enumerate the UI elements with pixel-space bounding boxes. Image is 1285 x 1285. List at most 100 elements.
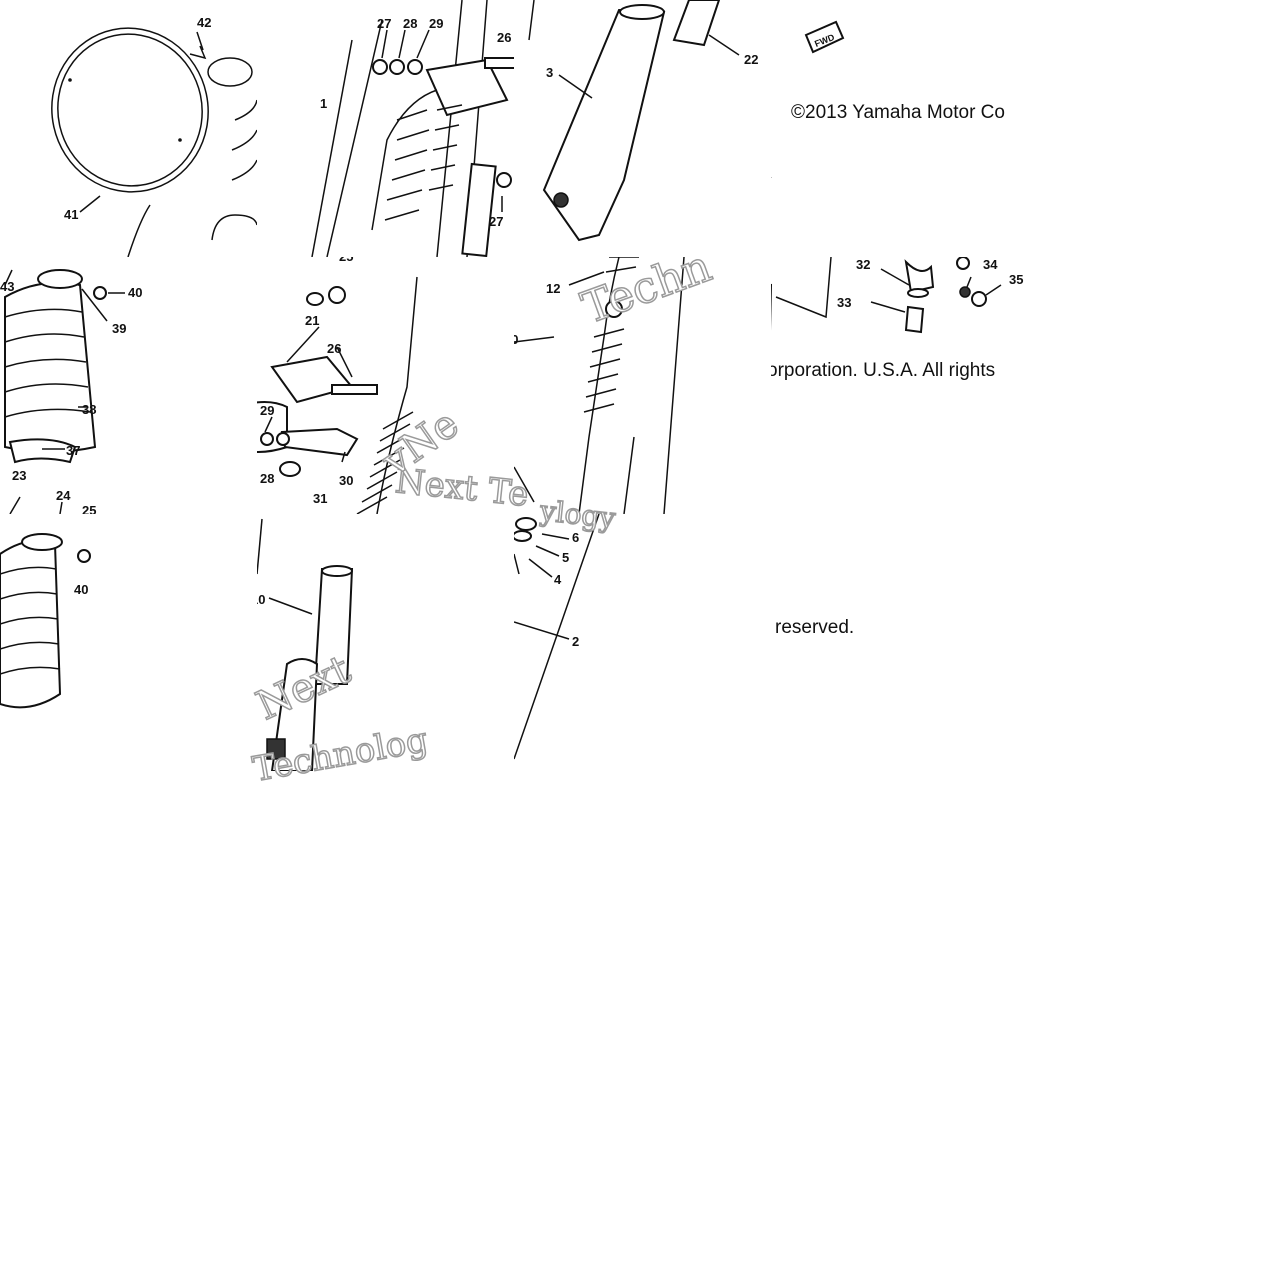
tile-3-drawing: 3 22 bbox=[528, 0, 758, 242]
leader-4 bbox=[528, 558, 553, 578]
spring-coils bbox=[384, 109, 430, 221]
leader-32 bbox=[880, 268, 910, 286]
nut-part bbox=[956, 257, 970, 270]
spring-coils bbox=[356, 411, 414, 514]
callout-37: 37 bbox=[66, 443, 80, 458]
washer-34 bbox=[959, 286, 971, 298]
clip-part bbox=[189, 45, 207, 60]
callout-39: 39 bbox=[112, 321, 126, 336]
spring-outline bbox=[371, 89, 438, 231]
tube-top bbox=[211, 214, 257, 241]
screw-40 bbox=[93, 286, 107, 300]
callout-26: 26 bbox=[497, 30, 511, 45]
diagram-tile-damper-rod: 16 15 14 13 10 9 bbox=[514, 257, 771, 514]
rubber-boot bbox=[4, 281, 97, 453]
boot-edge bbox=[231, 99, 257, 181]
headlight-rim-inner bbox=[57, 33, 203, 187]
callout-23: 23 bbox=[12, 468, 26, 483]
leader-5 bbox=[535, 545, 560, 557]
callout-6: 6 bbox=[572, 530, 579, 545]
leader-21 bbox=[286, 326, 320, 363]
rubber-boot bbox=[0, 539, 62, 709]
leader-39 bbox=[81, 288, 108, 322]
callout-41: 41 bbox=[64, 207, 78, 222]
diagram-tile-axle-parts: 6 5 4 2 bbox=[514, 514, 771, 771]
lower-lines bbox=[9, 496, 63, 514]
spring-outline bbox=[376, 276, 418, 514]
callout-27: 27 bbox=[377, 16, 391, 31]
leader-curve bbox=[127, 204, 151, 257]
tile-9-drawing: 32 34 35 33 8 bbox=[771, 257, 1023, 334]
edge-line bbox=[257, 518, 263, 575]
axis-line bbox=[311, 39, 353, 257]
washer-29 bbox=[407, 59, 423, 75]
boot-clamp-39 bbox=[37, 269, 83, 289]
under-bracket-21 bbox=[270, 355, 354, 404]
leader-6 bbox=[541, 533, 570, 540]
spring-coils-right bbox=[428, 104, 463, 191]
callout-30: 30 bbox=[339, 473, 353, 488]
spring-guide bbox=[578, 257, 620, 514]
leader-43 bbox=[4, 269, 13, 286]
nut-25 bbox=[328, 286, 346, 304]
tile-8-drawing: 12 bbox=[546, 257, 685, 514]
boot-ribs bbox=[4, 308, 91, 418]
callout-10: 10 bbox=[257, 592, 265, 607]
screw-40 bbox=[77, 549, 91, 563]
nut-27 bbox=[372, 59, 388, 75]
callout-42: 42 bbox=[197, 15, 211, 30]
grommet-31 bbox=[279, 461, 301, 477]
callout-34: 34 bbox=[983, 257, 998, 272]
callout-26: 26 bbox=[327, 341, 341, 356]
callout-1: 1 bbox=[320, 96, 327, 111]
rim-hole bbox=[68, 78, 72, 82]
leader-35 bbox=[985, 284, 1002, 296]
callout-29: 29 bbox=[429, 16, 443, 31]
callout-4: 4 bbox=[554, 572, 562, 587]
callout-28: 28 bbox=[260, 471, 274, 486]
tile-4-drawing: FWD 11 bbox=[771, 20, 845, 178]
leader-22 bbox=[708, 34, 740, 56]
callout-3: 3 bbox=[546, 65, 553, 80]
callout-43: 43 bbox=[0, 279, 14, 294]
bracket-lines bbox=[775, 257, 832, 319]
callout-31: 31 bbox=[313, 491, 327, 506]
leader-29 bbox=[264, 416, 273, 433]
diagram-tile-inner-tube: 10 bbox=[257, 514, 514, 771]
leader-27 bbox=[381, 29, 388, 59]
bracket-body bbox=[425, 58, 509, 117]
bolt-head bbox=[904, 259, 935, 294]
tile-7-drawing: 16 15 14 13 10 9 bbox=[514, 332, 555, 503]
tile-10-drawing: 40 bbox=[0, 533, 91, 709]
tile-12-drawing: 6 5 4 2 bbox=[514, 514, 600, 760]
diagram-tile-spring-column: 12 bbox=[514, 257, 771, 514]
dust-seal-22 bbox=[672, 0, 721, 47]
callout-10: 10 bbox=[514, 332, 518, 347]
bolt-26 bbox=[484, 57, 514, 69]
leader-29 bbox=[416, 29, 430, 59]
boot-ribs bbox=[0, 566, 61, 675]
boot-clamp-37 bbox=[8, 438, 77, 464]
inner-tube-top bbox=[321, 565, 353, 577]
washer-28 bbox=[389, 59, 405, 75]
diagram-tile-lower-bracket: 39 38 36 20 19 18 17 21 29 28 26 30 31 2… bbox=[257, 257, 514, 514]
washer-28 bbox=[260, 432, 274, 446]
nut-top bbox=[306, 292, 324, 306]
cable-guide-30 bbox=[280, 427, 359, 457]
leader-10 bbox=[268, 597, 313, 615]
screw-35 bbox=[971, 291, 987, 307]
diagram-tile-copyright-1: FWD 11 ©2013 Yamaha Motor Co bbox=[771, 0, 1028, 257]
callout-21: 21 bbox=[305, 313, 319, 328]
callout-12: 12 bbox=[546, 281, 560, 296]
leader-41 bbox=[79, 195, 101, 213]
callout-40: 40 bbox=[128, 285, 142, 300]
boot-clamp bbox=[21, 533, 63, 551]
leader-42 bbox=[196, 31, 204, 51]
inner-tube bbox=[461, 162, 497, 257]
copyright-line-1: ©2013 Yamaha Motor Co bbox=[791, 102, 1005, 123]
callout-33: 33 bbox=[837, 295, 851, 310]
diagram-tile-copyright-3: reserved. bbox=[771, 514, 1028, 771]
ring-5 bbox=[514, 530, 532, 542]
diagram-tile-fork-boot: 43 40 39 38 37 23 24 25 bbox=[0, 257, 257, 514]
spring-top bbox=[605, 257, 639, 273]
